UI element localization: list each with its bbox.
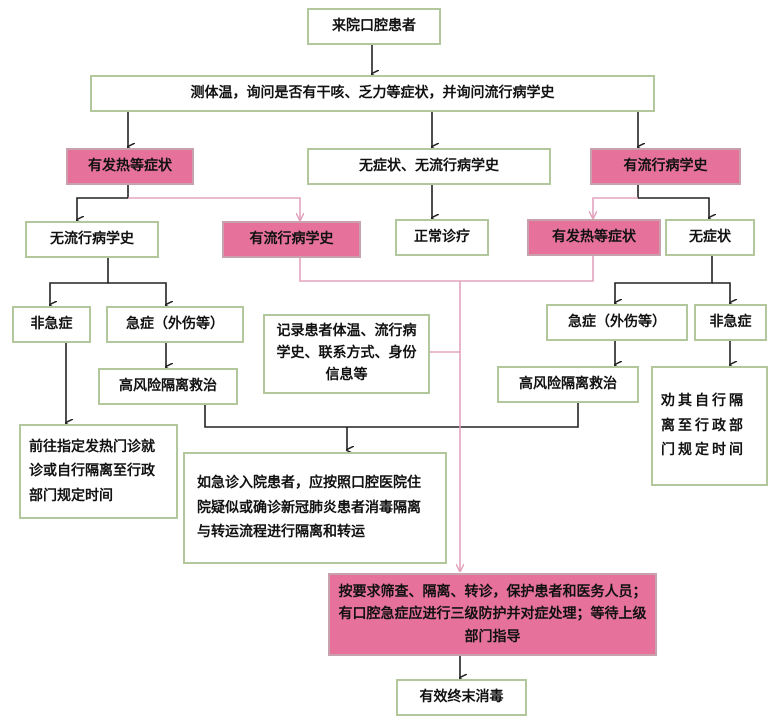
- node-screening: 测体温，询问是否有干咳、乏力等症状，并询问流行病学史: [90, 75, 655, 112]
- node-high-risk-right: 高风险隔离救治: [497, 366, 639, 403]
- node-non-urgent-left: 非急症: [12, 306, 91, 343]
- node-high-risk-left: 高风险隔离救治: [98, 368, 238, 405]
- edge: [50, 258, 109, 305]
- node-record-info: 记录患者体温、流行病学史、联系方式、身份信息等: [263, 314, 430, 394]
- node-urgent-left: 急症（外伤等）: [106, 306, 244, 343]
- edge: [204, 403, 579, 428]
- edge: [108, 282, 166, 305]
- node-no-symptoms: 无症状: [665, 219, 755, 256]
- edge: [712, 282, 730, 303]
- edge: [77, 185, 129, 220]
- node-no-epi-history: 无流行病学史: [25, 221, 159, 258]
- node-epidemiological-history: 有流行病学史: [590, 148, 741, 185]
- node-go-fever-clinic: 前往指定发热门诊就诊或自行隔离至行政部门规定时间: [19, 424, 178, 519]
- node-start: 来院口腔患者: [307, 8, 441, 45]
- node-admission-transfer: 如急诊入院患者，应按照口腔医院住院疑似或确诊新冠肺炎患者消毒隔离与转运流程进行隔…: [183, 452, 447, 564]
- edge: [637, 185, 709, 218]
- edge-pink: [299, 256, 594, 282]
- node-has-fever: 有发热等症状: [527, 219, 661, 256]
- node-has-epi-history: 有流行病学史: [222, 221, 361, 258]
- node-terminal-disinfection: 有效终末消毒: [396, 679, 527, 716]
- node-advise-isolation: 劝其自行隔离至行政部门规定时间: [651, 366, 768, 486]
- node-non-urgent-right: 非急症: [694, 304, 767, 341]
- edge: [615, 256, 713, 303]
- node-protect-and-wait: 按要求筛查、隔离、转诊，保护患者和医务人员；有口腔急症应进行三级防护并对症处理；…: [328, 573, 657, 656]
- edge-pink: [593, 197, 638, 218]
- node-normal-treatment: 正常诊疗: [395, 219, 489, 256]
- edge-pink: [128, 197, 300, 220]
- node-fever-symptoms: 有发热等症状: [66, 148, 194, 185]
- node-urgent-right: 急症（外伤等）: [546, 304, 688, 341]
- node-no-symptoms-no-history: 无症状、无流行病学史: [307, 148, 551, 185]
